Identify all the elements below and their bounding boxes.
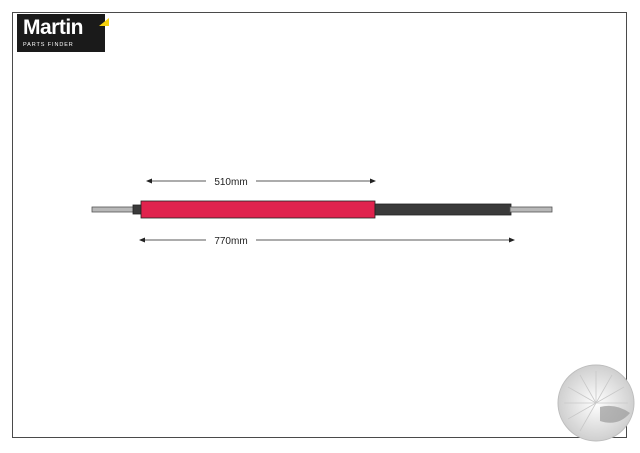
dim-770-label: 770mm xyxy=(214,236,247,247)
red-tube xyxy=(140,200,376,219)
dark-tube xyxy=(374,203,512,216)
logo-flag-icon xyxy=(99,18,109,26)
drawing-frame xyxy=(12,12,627,438)
dim-510-arrow-left-icon xyxy=(146,178,152,184)
circular-sunburst-seal-icon xyxy=(557,364,635,442)
right-rod xyxy=(509,206,553,213)
dimension-770: 770mm xyxy=(139,236,515,247)
left-rod xyxy=(91,206,135,213)
logo-brand: Martin xyxy=(23,16,84,39)
dim-510-arrow-right-icon xyxy=(370,178,376,184)
dimension-510: 510mm xyxy=(146,177,376,188)
martin-logo: Martin PARTS FINDER xyxy=(17,14,109,52)
dim-510-label: 510mm xyxy=(214,177,247,188)
dim-770-arrow-left-icon xyxy=(139,237,145,243)
logo-tagline: PARTS FINDER xyxy=(23,42,74,48)
dim-770-arrow-right-icon xyxy=(509,237,515,243)
